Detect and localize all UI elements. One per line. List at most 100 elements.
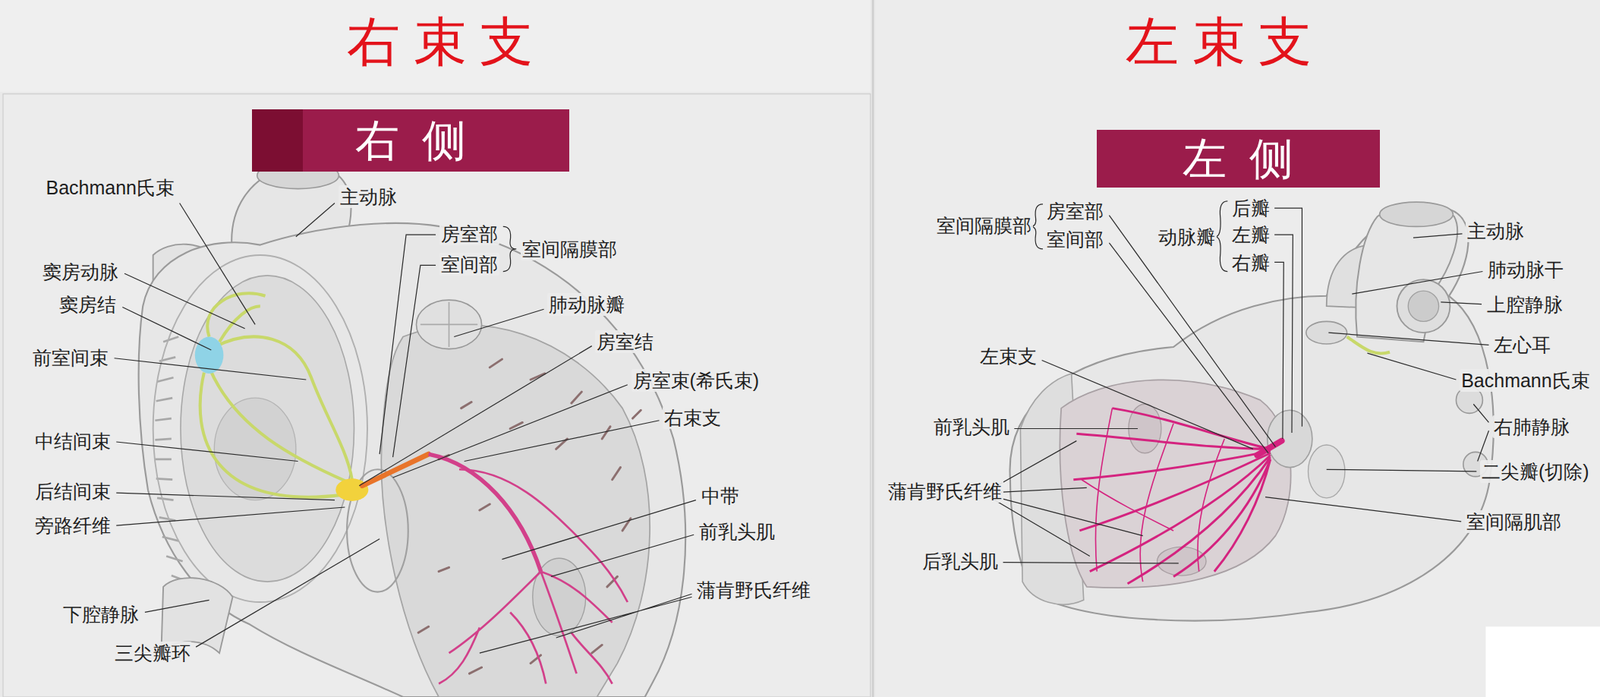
banner-box: 右 侧 — [251, 109, 570, 172]
trabeculae-marks — [418, 359, 641, 674]
part-label: 室间部 — [439, 252, 500, 276]
part-label: 肺动脉干 — [1486, 258, 1566, 281]
part-label: 房室束(希氏束) — [631, 368, 762, 392]
panel-header — [0, 0, 871, 92]
leader-line — [195, 538, 380, 647]
leader-line — [1274, 207, 1302, 427]
leader-line — [1328, 332, 1489, 345]
part-label: 窦房结 — [57, 292, 118, 316]
bachmann-bundle — [1347, 337, 1390, 354]
part-label: 二尖瓣(切除) — [1480, 459, 1591, 483]
purkinje-fibers — [1081, 408, 1225, 582]
banner-text: 左 侧 — [1177, 134, 1299, 183]
corner-patch — [1485, 626, 1600, 697]
part-label: 中带 — [699, 484, 741, 508]
heart-outline — [138, 223, 686, 697]
part-label: 后瓣 — [1230, 196, 1272, 220]
part-label: 右束支 — [662, 406, 723, 429]
leader-line — [1014, 428, 1138, 429]
pulmonary-valve — [416, 299, 482, 350]
aorta-opening — [1379, 201, 1454, 227]
aortic-valve — [1267, 409, 1313, 467]
leader-lines — [114, 201, 1490, 653]
leader-line — [479, 593, 693, 653]
leader-line — [551, 534, 694, 577]
leader-line — [1042, 359, 1254, 449]
part-label: 下腔静脉 — [61, 602, 141, 626]
panel-title: 右束支 — [333, 12, 549, 74]
part-label: 室间隔膜部 — [935, 214, 1034, 237]
leader-line — [114, 358, 307, 380]
leader-line — [179, 202, 256, 325]
part-label: 室间隔肌部 — [1464, 510, 1563, 533]
leader-line — [393, 264, 436, 457]
leader-line — [393, 384, 628, 478]
leader-line — [144, 599, 210, 612]
part-label: 主动脉 — [1465, 219, 1526, 243]
part-label: 右瓣 — [1230, 251, 1272, 275]
part-label: 肺动脉瓣 — [547, 292, 627, 316]
atrial-wall — [153, 255, 368, 602]
his-bundle — [362, 453, 429, 486]
leader-line — [122, 307, 212, 350]
ventricle-cavity — [381, 324, 650, 697]
leader-line — [116, 507, 345, 526]
leader-line — [501, 500, 696, 560]
leader-line — [1274, 261, 1284, 439]
part-label: 主动脉 — [338, 185, 399, 208]
part-label: 上腔静脉 — [1485, 292, 1565, 316]
leader-line — [1366, 352, 1456, 380]
leader-line — [1440, 302, 1482, 305]
part-label: 室间部 — [1045, 227, 1106, 251]
part-label: 蒲肯野氏纤维 — [886, 479, 1004, 503]
leader-line — [1265, 497, 1462, 522]
brace — [503, 226, 517, 271]
part-label: 室间隔膜部 — [520, 237, 619, 261]
banner-text: 右 侧 — [349, 116, 472, 165]
mitral-remnant — [1308, 444, 1345, 498]
panel-title: 左束支 — [1112, 12, 1327, 74]
left-heart-figure — [1010, 201, 1494, 621]
leader-line — [1413, 233, 1463, 238]
valve-cusps — [420, 302, 478, 347]
purkinje-fibers — [438, 469, 628, 684]
av-node — [335, 478, 369, 501]
part-label: 动脉瓣 — [1156, 225, 1217, 249]
vena-cava-ring — [1396, 279, 1450, 333]
part-label: Bachmann氏束 — [1459, 368, 1592, 392]
panel-ground — [3, 94, 871, 697]
leader-line — [124, 273, 246, 329]
part-label: 房室部 — [439, 222, 500, 246]
leader-line — [453, 308, 544, 337]
part-label: 后乳头肌 — [920, 549, 1000, 573]
leader-line — [379, 234, 436, 454]
leader-line — [116, 492, 335, 500]
part-label: 三尖瓣环 — [113, 641, 193, 665]
leader-line — [1473, 403, 1489, 461]
part-label: 前乳头肌 — [932, 415, 1012, 438]
ventricle-cavity — [1059, 379, 1291, 588]
leader-line — [1326, 469, 1478, 472]
part-label: 蒲肯野氏纤维 — [695, 578, 813, 602]
internodal-tracts — [200, 292, 353, 497]
atrium-cavity — [180, 275, 355, 582]
banner-box: 左 侧 — [1096, 129, 1380, 188]
leader-line — [359, 346, 593, 486]
leader-line — [1351, 271, 1483, 295]
part-label: 前乳头肌 — [697, 519, 777, 543]
part-label: 右肺静脉 — [1492, 415, 1572, 438]
leader-line — [987, 440, 1143, 557]
vena-cava-lumen — [1407, 290, 1439, 322]
part-label: 后结间束 — [33, 479, 113, 503]
part-label: 旁路纤维 — [33, 513, 113, 537]
part-label: 左心耳 — [1492, 333, 1553, 356]
leader-line — [464, 420, 660, 462]
part-label: 房室结 — [595, 330, 656, 353]
brace — [1215, 201, 1228, 272]
leader-line — [1108, 215, 1276, 448]
leader-line — [116, 441, 298, 462]
atrial-appendage — [1306, 321, 1348, 344]
panel-ground — [875, 0, 1600, 697]
